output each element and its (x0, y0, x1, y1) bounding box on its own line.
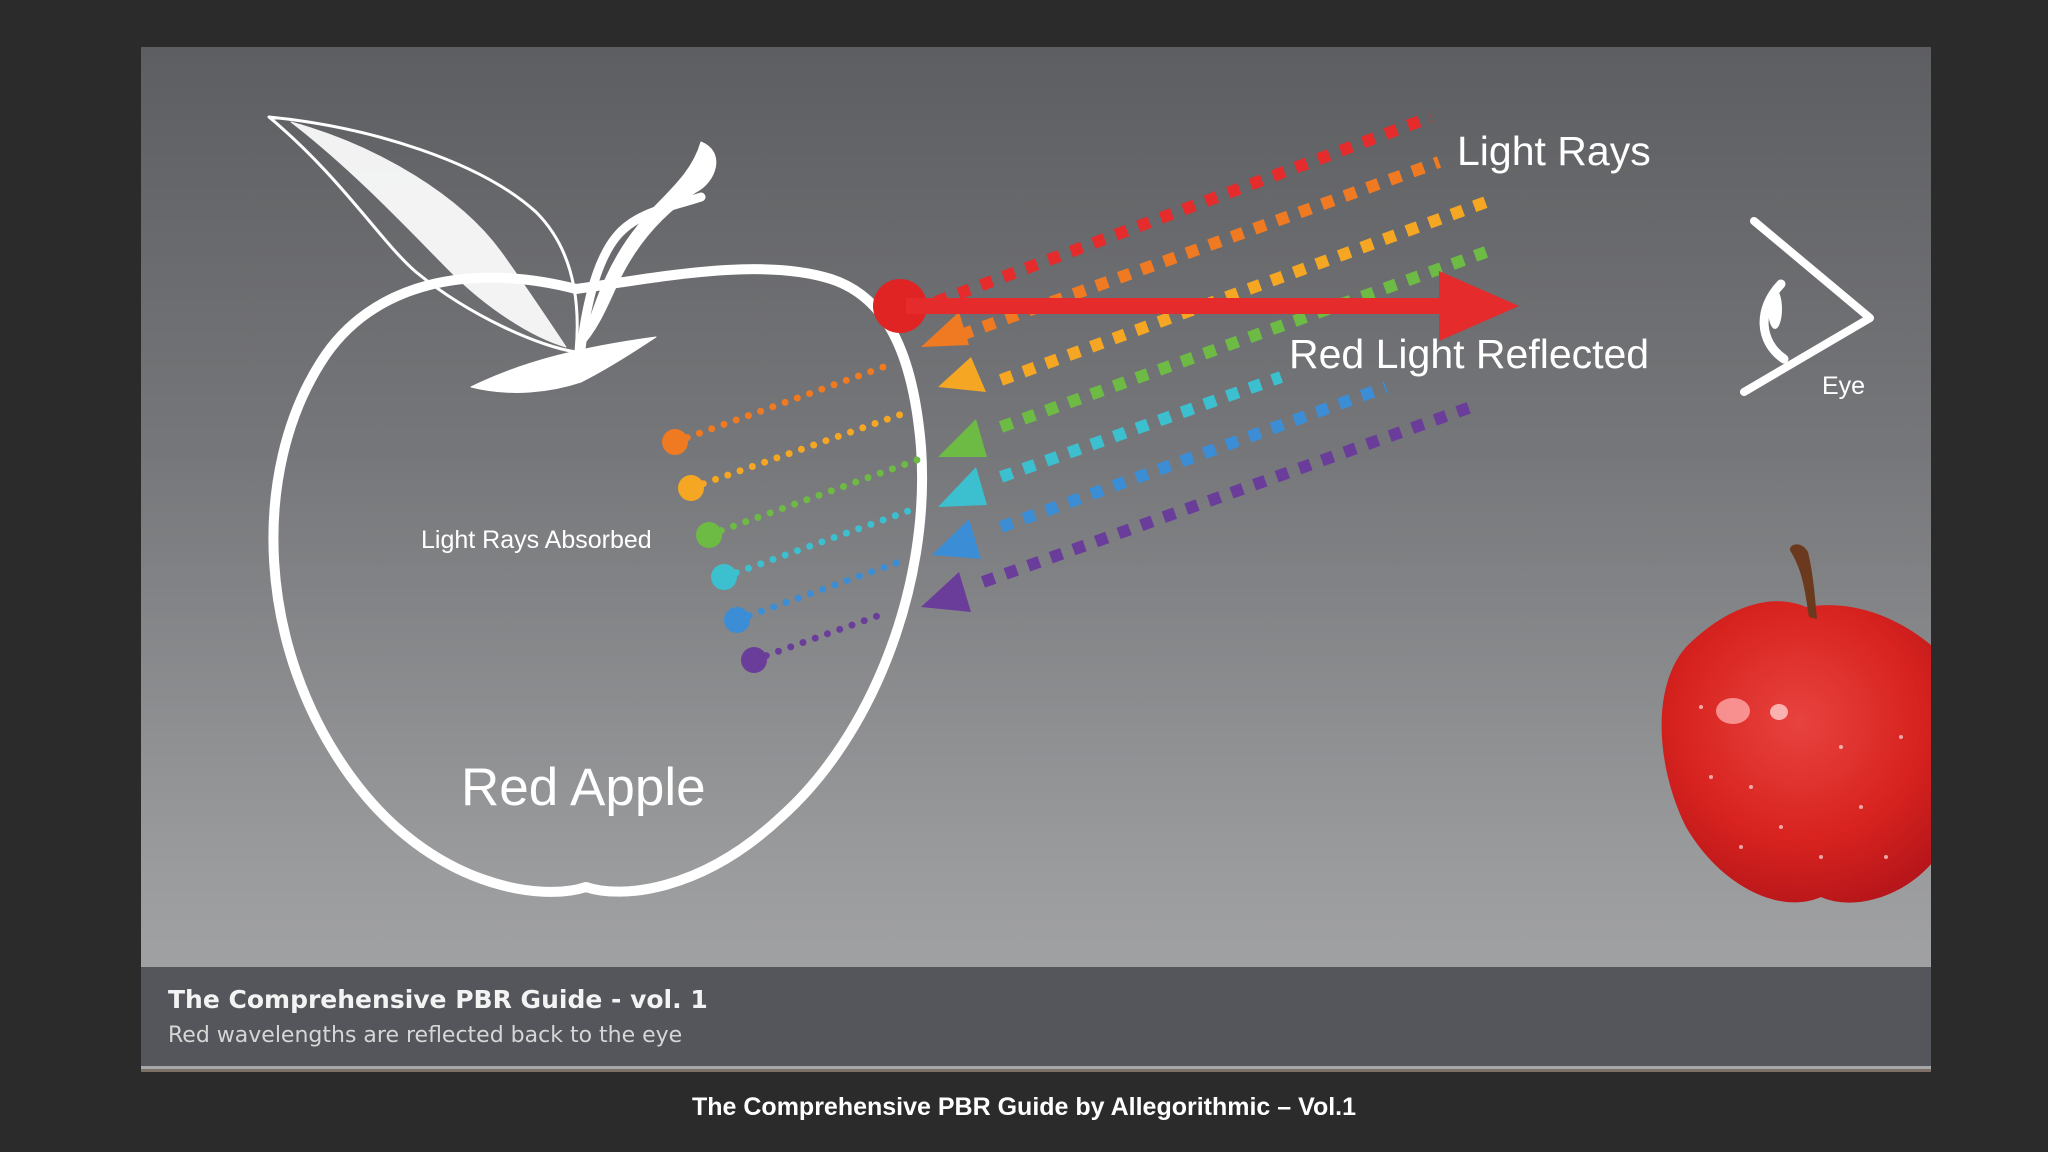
eye-label: Eye (1822, 372, 1865, 400)
absorbed-rays (671, 361, 921, 664)
eye-icon (1740, 217, 1874, 396)
absorbed-ray-green (705, 456, 921, 539)
light-rays-absorbed-label: Light Rays Absorbed (421, 526, 652, 554)
light-ray-cyan (998, 371, 1284, 483)
caption-title: The Comprehensive PBR Guide - vol. 1 (168, 985, 708, 1014)
diagram-figure: Light Rays Red Light Reflected Eye Light… (141, 47, 1931, 1072)
absorbed-ray-dots (662, 429, 767, 673)
diagram-canvas: Light Rays Red Light Reflected Eye Light… (267, 111, 1931, 903)
light-ray-blue (998, 381, 1389, 533)
arrowhead-purple (921, 572, 971, 612)
reflected-red-ray (873, 271, 1519, 341)
absorbed-ray-purple (750, 610, 887, 664)
red-apple-icon (1661, 544, 1931, 903)
arrowhead-blue (932, 519, 981, 559)
arrowhead-orange (921, 312, 969, 347)
red-apple-label: Red Apple (461, 758, 706, 817)
light-rays-label: Light Rays (1457, 128, 1651, 174)
caption-subtitle: Red wavelengths are reflected back to th… (168, 1023, 683, 1048)
arrowhead-yellow (938, 357, 986, 392)
page-caption: The Comprehensive PBR Guide by Allegorit… (691, 1093, 1357, 1121)
arrowhead-cyan (938, 467, 987, 507)
caption-bar: The Comprehensive PBR Guide - vol. 1 Red… (141, 967, 1931, 1066)
light-ray-purple (980, 401, 1474, 588)
light-ray-red (933, 111, 1434, 308)
red-light-reflected-label: Red Light Reflected (1289, 331, 1649, 377)
absorbed-ray-yellow (687, 409, 909, 492)
absorbed-ray-cyan (720, 506, 915, 581)
absorbed-ray-blue (733, 558, 903, 624)
arrowhead-green (938, 419, 987, 457)
apple-leaves (267, 115, 717, 393)
ray-arrowheads (921, 312, 987, 612)
incoming-light-rays (933, 111, 1489, 588)
absorbed-ray-orange (671, 361, 893, 446)
